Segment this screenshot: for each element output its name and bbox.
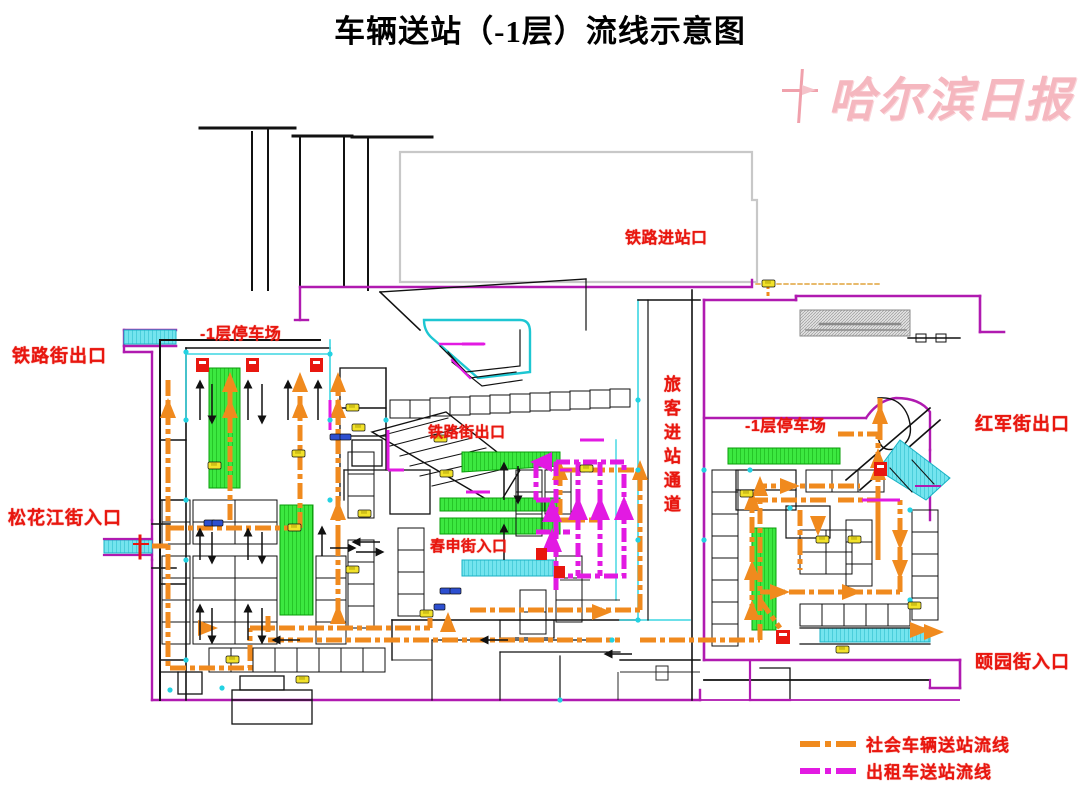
legend-swatch-taxi-route — [800, 767, 856, 774]
label-yiyuan-street-entrance: 颐园街入口 — [975, 652, 1070, 672]
legend-swatch-social-vehicle-route — [800, 740, 856, 747]
legend-item-social-vehicle-route: 社会车辆送站流线 — [800, 730, 1060, 757]
label-railway-street-exit-center: 铁路街出口 — [428, 424, 506, 441]
node-markers — [167, 349, 913, 703]
label-chunshen-street-entrance: 春申街入口 — [430, 538, 508, 555]
publisher-name: 哈尔滨日报 — [828, 74, 1073, 127]
social-route-arrowheads — [160, 372, 944, 640]
label-parking-b1-right: -1层停车场 — [745, 418, 827, 435]
label-passenger-entrance-corridor: 旅客进站通道 — [660, 375, 680, 519]
label-railway-street-exit-left: 铁路街出口 — [12, 346, 107, 366]
legend: 社会车辆送站流线 出租车送站流线 — [800, 730, 1060, 784]
publisher-logo: 哈尔滨日报 — [780, 64, 1071, 127]
legend-label-social-vehicle-route: 社会车辆送站流线 — [866, 736, 1010, 755]
page-title: 车辆送站（-1层）流线示意图 — [334, 14, 746, 49]
gate-markers — [196, 358, 887, 644]
legend-label-taxi-route: 出租车送站流线 — [866, 763, 992, 782]
label-songhuajiang-street-entrance: 松花江街入口 — [8, 508, 122, 528]
aisle-direction-arrows — [195, 379, 632, 659]
label-parking-b1-left: -1层停车场 — [200, 326, 282, 343]
cross-mark-icon — [780, 67, 820, 123]
taxi-route-arrowheads — [530, 452, 634, 552]
label-hongjun-street-exit: 红军街出口 — [975, 414, 1070, 434]
legend-item-taxi-route: 出租车送站流线 — [800, 757, 1060, 784]
label-railway-entrance-hall: 铁路进站口 — [625, 230, 708, 247]
